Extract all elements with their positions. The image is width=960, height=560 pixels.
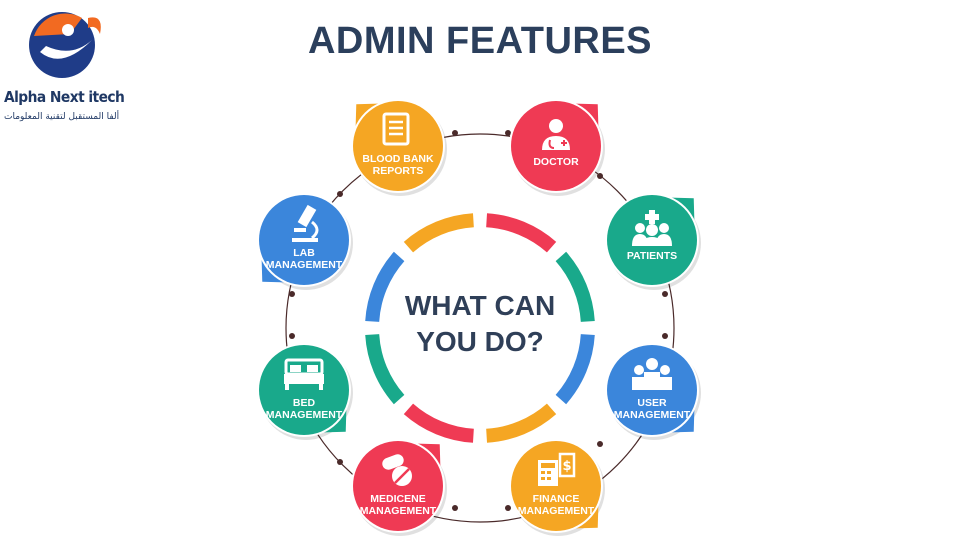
connector-dot [337,191,343,197]
ring-segment [555,333,595,405]
feature-doctor[interactable] [509,99,605,196]
ring-segment [403,403,475,443]
feature-lab-management[interactable] [257,193,353,290]
ring-segment [365,333,405,405]
connector-dot [289,333,295,339]
feature-patients[interactable] [605,193,701,290]
feature-label-line-1: USER [637,397,667,409]
calculator-icon: $ [538,452,576,486]
bed-icon [284,358,324,390]
connector-dot [662,333,668,339]
feature-label-line-1: MEDICENE [370,493,426,505]
patients-icon [632,210,672,246]
feature-medicene-management[interactable] [351,439,447,536]
ring-segment [485,403,557,443]
feature-bubbles: $ [257,99,701,536]
connector-dot [505,505,511,511]
feature-label-line-2: REPORTS [372,165,424,177]
brand-arabic-tagline: ألفا المستقبل لتقنية المعلومات [4,112,120,122]
connector-dot [452,505,458,511]
brand-name: Alpha Next itech [4,88,125,106]
logo-mark-icon [29,12,101,78]
connector-dot [337,459,343,465]
document-icon [382,112,410,146]
feature-finance-management[interactable]: $ [509,439,605,536]
ring-segment [485,213,557,253]
connector-dot [597,173,603,179]
center-ring [365,213,595,443]
feature-label-line-1: FINANCE [532,493,580,505]
ring-segment [403,213,475,253]
connector-dot [597,441,603,447]
brand-logo: Alpha Next itech ألفا المستقبل لتقنية ال… [0,0,140,145]
feature-label-line-1: BED [292,397,316,409]
feature-bed-management[interactable] [257,343,353,440]
bubble-circle [353,441,443,531]
connector-dot [289,291,295,297]
connector-dot [452,130,458,136]
bubble-circle [353,101,443,191]
center-line-2: YOU DO? [416,326,544,357]
feature-label-line-2: MANAGEMENT [359,505,437,517]
feature-label-line-1: LAB [293,247,315,259]
bubble-circle [259,345,349,435]
feature-label-patients: PATIENTS [607,250,697,262]
ring-segment [555,251,595,323]
feature-label-line-2: MANAGEMENT [265,409,343,421]
feature-label-line-1: DOCTOR [533,156,579,168]
feature-label-line-1: BLOOD BANK [362,153,434,165]
ring-segment [365,251,405,323]
page-title: ADMIN FEATURES [307,20,653,62]
connector-dot [662,291,668,297]
feature-label-line-1: PATIENTS [626,250,678,262]
connector-ring [285,133,675,523]
feature-label-doctor: DOCTOR [511,156,601,168]
center-line-1: WHAT CAN [404,290,556,321]
feature-label-line-2: MANAGEMENT [265,259,343,271]
feature-label-line-2: MANAGEMENT [613,409,691,421]
connector-dot [505,130,511,136]
svg-text:$: $ [562,459,571,474]
feature-blood-bank-reports[interactable] [351,99,447,196]
users-icon [632,358,672,390]
connector-dots [289,130,668,511]
pills-icon [382,454,412,486]
feature-label-line-2: MANAGEMENT [517,505,595,517]
microscope-icon [292,204,319,242]
doctor-icon [542,119,570,150]
center-question: WHAT CAN YOU DO? [380,288,580,360]
feature-user-management[interactable] [605,343,701,440]
